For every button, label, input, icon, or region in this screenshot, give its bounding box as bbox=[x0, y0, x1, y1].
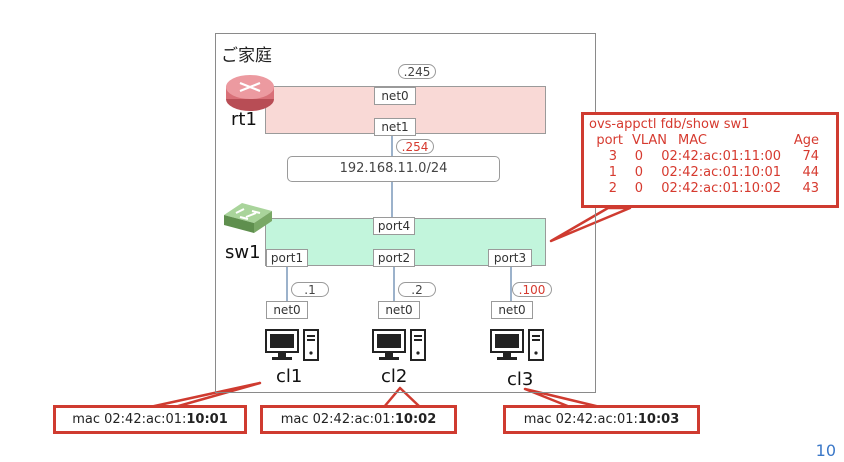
network-segment: 192.168.11.0/24 bbox=[287, 156, 500, 182]
client3-address: .100 bbox=[512, 282, 552, 297]
fdb-command: ovs-appctl fdb/show sw1 bbox=[589, 117, 750, 132]
fdb-cell-vlan: 0 bbox=[634, 181, 643, 196]
switch-port4: port4 bbox=[373, 217, 415, 235]
fdb-cell-mac: 02:42:ac:01:11:00 bbox=[661, 149, 781, 164]
switch-icon bbox=[224, 203, 272, 233]
router-net1-address: .254 bbox=[396, 139, 434, 154]
client3-label: cl3 bbox=[507, 369, 534, 390]
fdb-cell-port: 3 bbox=[608, 149, 617, 164]
mac-prefix: mac 02:42:ac:01: bbox=[523, 412, 638, 427]
home-title: ご家庭 bbox=[221, 46, 272, 66]
fdb-cell-mac: 02:42:ac:01:10:02 bbox=[661, 181, 781, 196]
mac-prefix: mac 02:42:ac:01: bbox=[280, 412, 395, 427]
router-label: rt1 bbox=[231, 109, 257, 130]
client2-label: cl2 bbox=[381, 366, 408, 387]
fdb-cell-port: 1 bbox=[608, 165, 617, 180]
computer-icon bbox=[372, 329, 426, 361]
fdb-header-row: port VLAN MAC Age bbox=[589, 133, 831, 149]
fdb-header-age: Age bbox=[793, 133, 819, 148]
fdb-cell-age: 43 bbox=[802, 181, 819, 196]
fdb-cell-age: 44 bbox=[802, 165, 819, 180]
fdb-row: 2 0 02:42:ac:01:10:02 43 bbox=[589, 181, 831, 197]
fdb-table-callout: ovs-appctl fdb/show sw1 port VLAN MAC Ag… bbox=[581, 112, 839, 208]
fdb-header-vlan: VLAN bbox=[631, 133, 667, 148]
computer-icon bbox=[265, 329, 319, 361]
client1-nic: net0 bbox=[266, 301, 308, 319]
mac-suffix: 10:03 bbox=[637, 412, 680, 427]
client3-mac-callout: mac 02:42:ac:01:10:03 bbox=[503, 405, 700, 434]
client2-address: .2 bbox=[398, 282, 436, 297]
switch-label: sw1 bbox=[225, 242, 261, 263]
switch-port1: port1 bbox=[266, 249, 308, 267]
computer-icon bbox=[490, 329, 544, 361]
fdb-cell-vlan: 0 bbox=[634, 165, 643, 180]
page-number: 10 bbox=[815, 441, 836, 460]
client3-nic: net0 bbox=[491, 301, 533, 319]
fdb-row: 1 0 02:42:ac:01:10:01 44 bbox=[589, 165, 831, 181]
fdb-header-port: port bbox=[596, 133, 623, 148]
fdb-cell-mac: 02:42:ac:01:10:01 bbox=[661, 165, 781, 180]
router-icon bbox=[226, 75, 274, 111]
client2-nic: net0 bbox=[378, 301, 420, 319]
fdb-cell-port: 2 bbox=[608, 181, 617, 196]
router-net0-address: .245 bbox=[398, 64, 436, 79]
home-frame bbox=[215, 33, 596, 393]
switch-port2: port2 bbox=[373, 249, 415, 267]
mac-suffix: 10:02 bbox=[394, 412, 437, 427]
fdb-cell-age: 74 bbox=[802, 149, 819, 164]
fdb-header-mac: MAC bbox=[678, 133, 707, 148]
client1-mac-callout: mac 02:42:ac:01:10:01 bbox=[53, 405, 247, 434]
fdb-cell-vlan: 0 bbox=[634, 149, 643, 164]
switch-port3: port3 bbox=[488, 249, 532, 267]
client1-label: cl1 bbox=[276, 366, 303, 387]
router-net1-port: net1 bbox=[374, 118, 416, 136]
client1-address: .1 bbox=[291, 282, 329, 297]
mac-prefix: mac 02:42:ac:01: bbox=[72, 412, 187, 427]
router-net0-port: net0 bbox=[374, 87, 416, 105]
client2-mac-callout: mac 02:42:ac:01:10:02 bbox=[260, 405, 457, 434]
mac-suffix: 10:01 bbox=[186, 412, 228, 427]
fdb-row: 3 0 02:42:ac:01:11:00 74 bbox=[589, 149, 831, 165]
